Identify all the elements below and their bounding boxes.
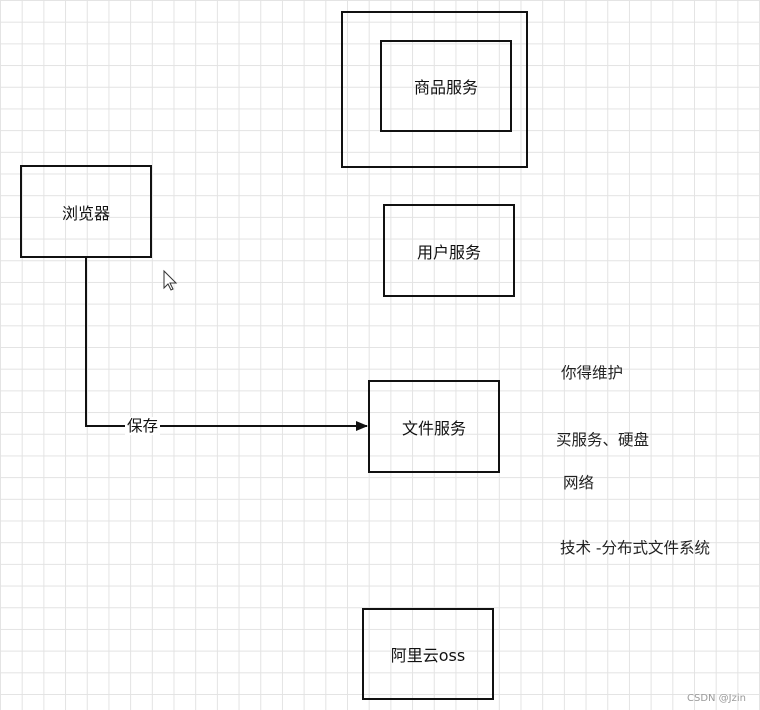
save-edge-label: 保存 <box>125 417 161 435</box>
watermark: CSDN @Jzin <box>686 693 746 704</box>
browser-label: 浏览器 <box>61 203 110 223</box>
user-service-box[interactable]: 用户服务 <box>383 204 515 297</box>
note-network: 网络 <box>563 474 595 492</box>
note-buy-service-disk: 买服务、硬盘 <box>556 431 650 449</box>
file-service-label: 文件服务 <box>401 418 466 438</box>
file-service-box[interactable]: 文件服务 <box>368 380 500 473</box>
save-arrow <box>85 258 368 431</box>
aliyun-oss-box[interactable]: 阿里云oss <box>362 608 494 700</box>
goods-service-outer-frame[interactable] <box>341 11 528 168</box>
goods-service-box[interactable]: 商品服务 <box>380 40 512 132</box>
mouse-cursor-icon <box>163 269 178 291</box>
note-maintain: 你得维护 <box>561 364 624 382</box>
goods-service-label: 商品服务 <box>413 78 478 97</box>
aliyun-oss-label: 阿里云oss <box>390 646 466 665</box>
note-tech-dfs: 技术 -分布式文件系统 <box>560 539 711 557</box>
browser-box[interactable]: 浏览器 <box>20 165 152 258</box>
user-service-label: 用户服务 <box>416 242 481 262</box>
